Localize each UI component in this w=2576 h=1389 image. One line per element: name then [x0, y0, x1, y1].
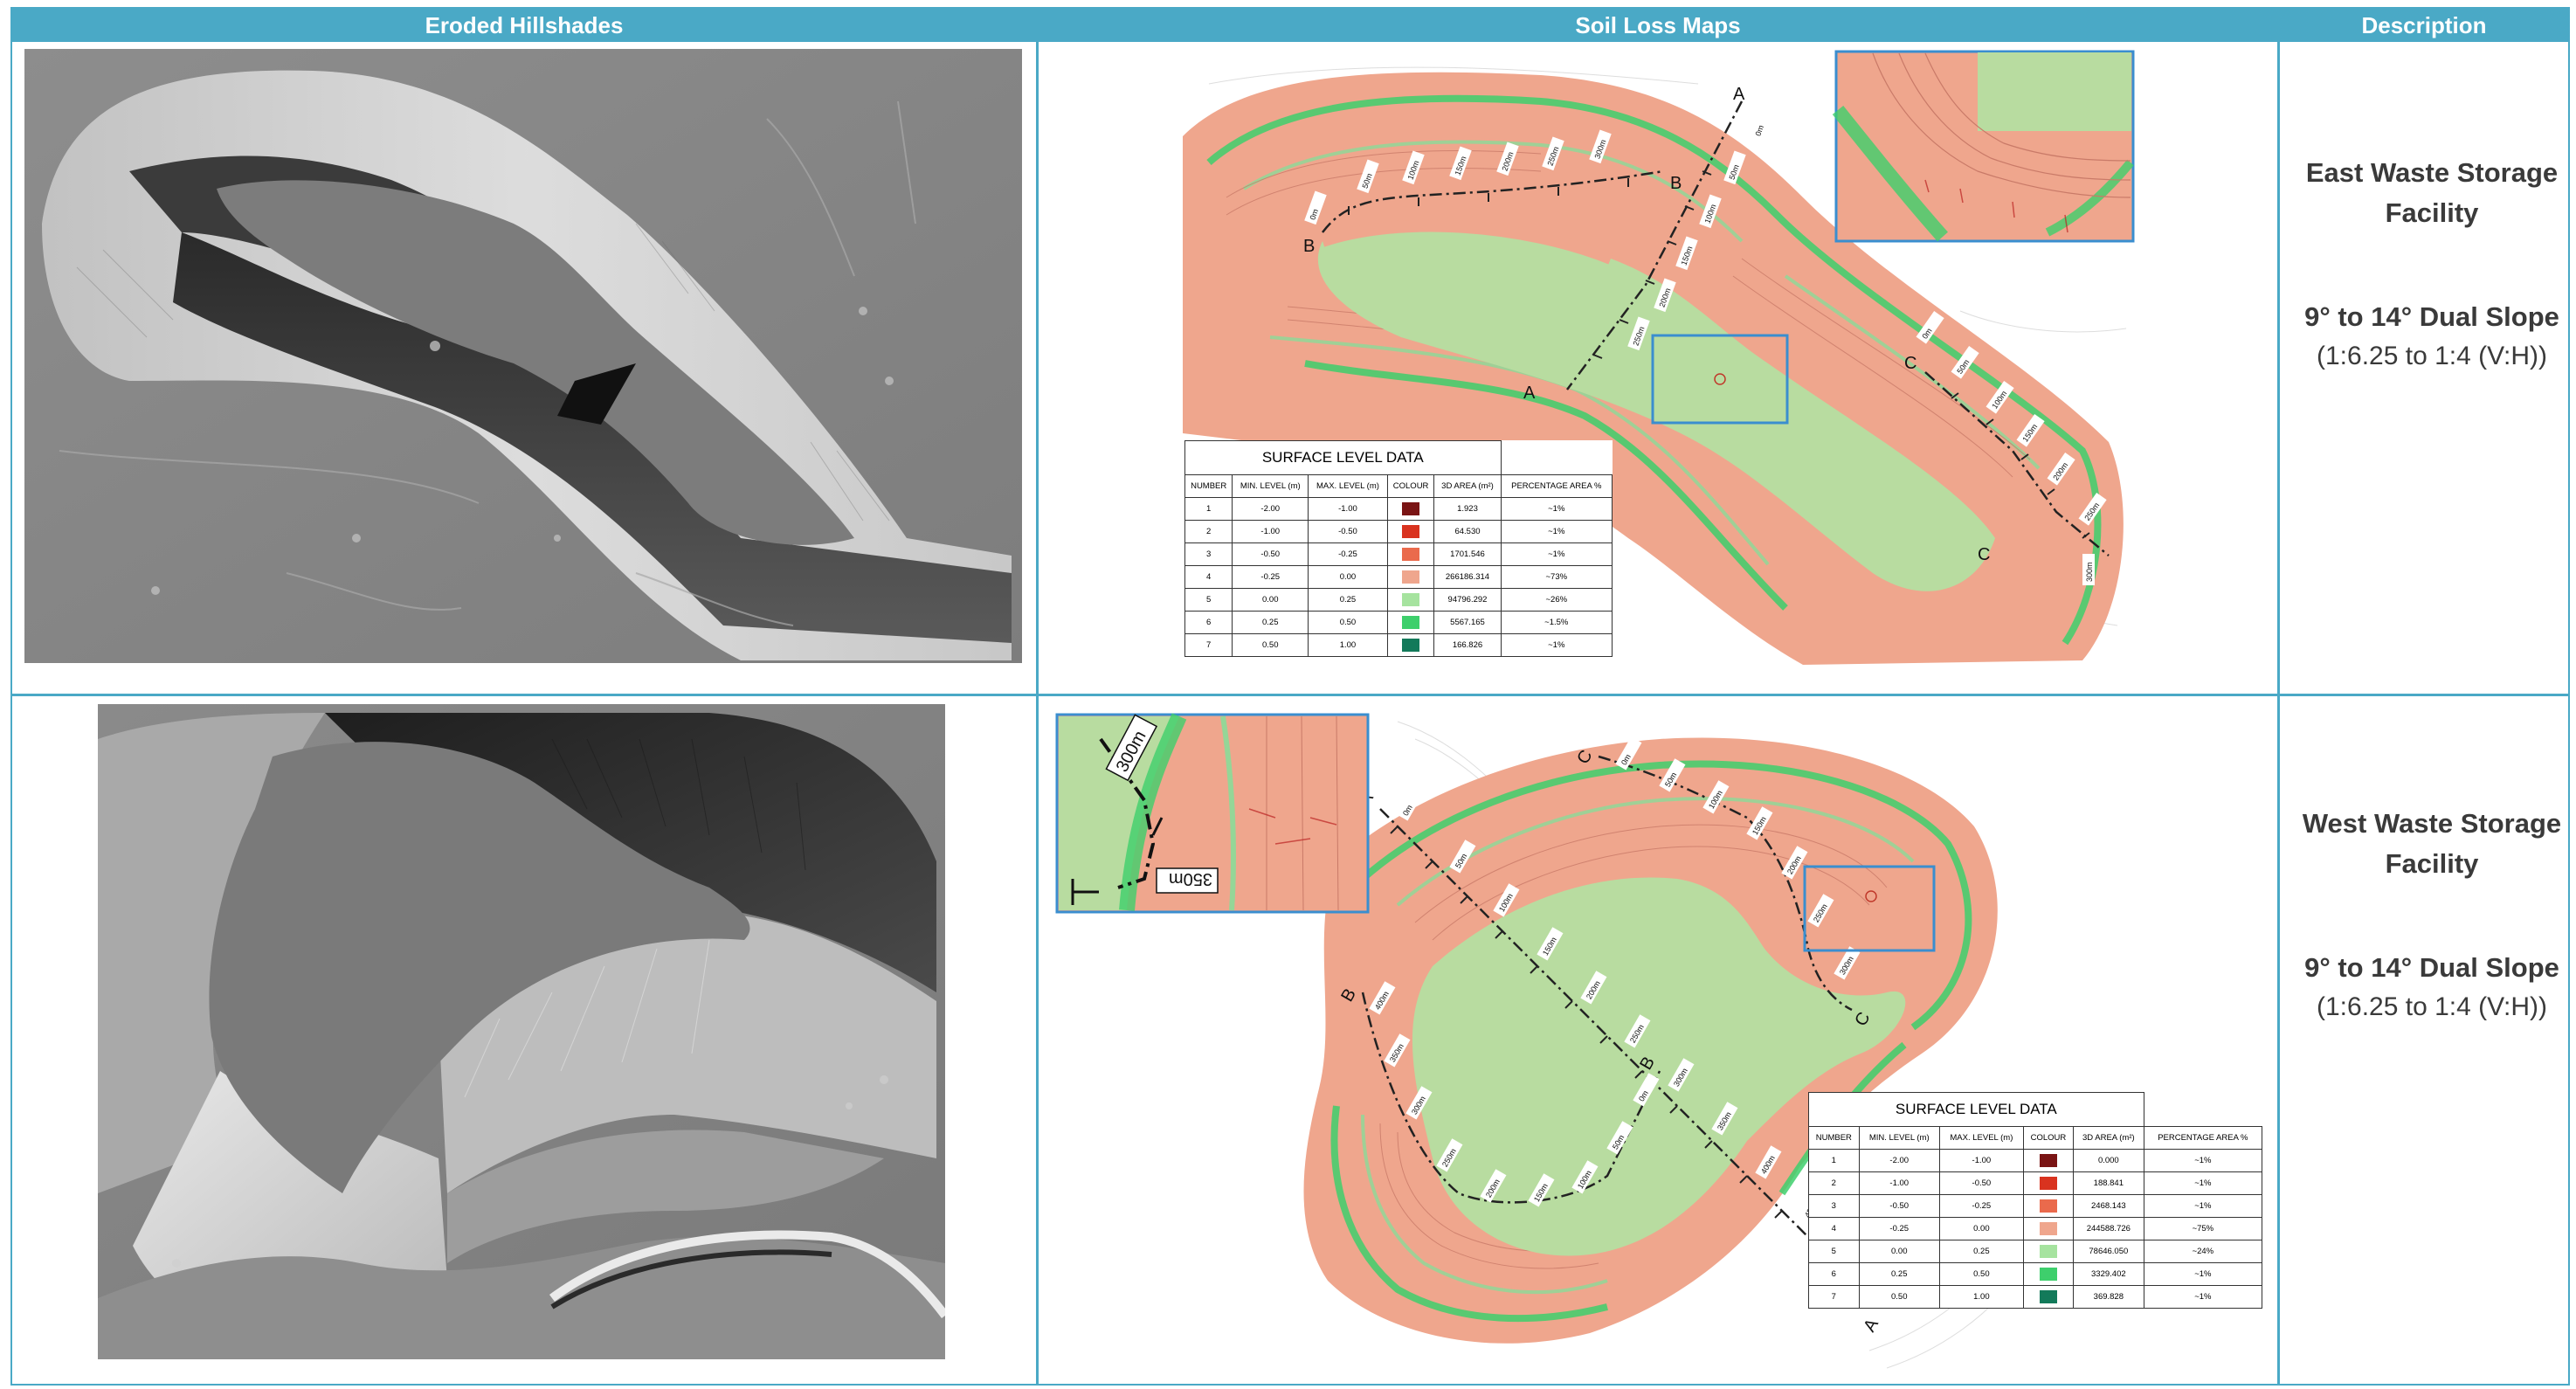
section-label: C	[1904, 354, 1916, 373]
colour-swatch	[1402, 548, 1420, 561]
colour-swatch	[2039, 1154, 2057, 1167]
header-soil-loss-maps: Soil Loss Maps	[1039, 9, 2277, 42]
hillshade-east-image	[24, 49, 1022, 663]
column-header: MAX. LEVEL (m)	[1938, 1126, 2024, 1150]
colour-swatch	[1402, 525, 1420, 538]
facility-name: West Waste Storage Facility	[2302, 808, 2562, 879]
inset-chainage-label: 350m	[1169, 869, 1212, 888]
chainage-label: 0m	[1753, 124, 1765, 137]
section-label: A	[1523, 384, 1536, 403]
inset-focus-box	[1651, 334, 1789, 425]
colour-swatch	[2039, 1199, 2057, 1213]
surface-level-data-table-east: SURFACE LEVEL DATA NUMBER MIN. LEVEL (m)…	[1184, 440, 1613, 657]
column-header: 3D AREA (m²)	[2072, 1126, 2144, 1150]
comparison-table: Eroded Hillshades Soil Loss Maps Descrip…	[10, 7, 2570, 1386]
table-title: SURFACE LEVEL DATA	[1808, 1092, 2144, 1127]
column-divider	[1036, 9, 1039, 1384]
surface-level-data-table-west: SURFACE LEVEL DATA NUMBER MIN. LEVEL (m)…	[1808, 1092, 2263, 1309]
colour-swatch	[2039, 1222, 2057, 1235]
section-label: A	[1733, 85, 1745, 104]
inset-zoom-east	[1832, 50, 2135, 243]
colour-swatch	[1402, 502, 1420, 515]
hillshade-west-image	[98, 704, 945, 1359]
inset-focus-box	[1803, 865, 1936, 952]
colour-swatch	[1402, 593, 1420, 606]
slope-description: 9° to 14° Dual Slope	[2304, 301, 2559, 332]
column-header: COLOUR	[1386, 474, 1435, 498]
table-title: SURFACE LEVEL DATA	[1184, 440, 1502, 475]
row-divider	[12, 694, 2568, 696]
inset-zoom-west: 300m 350m	[1055, 713, 1370, 914]
slope-description: 9° to 14° Dual Slope	[2304, 952, 2559, 983]
section-label: B	[1303, 237, 1315, 256]
chainage-label: 0m	[1308, 208, 1320, 221]
header-eroded-hillshades: Eroded Hillshades	[12, 9, 1036, 42]
column-header: COLOUR	[2022, 1126, 2074, 1150]
chainage-label: 300m	[2085, 562, 2094, 582]
header-description: Description	[2280, 9, 2568, 42]
column-header: NUMBER	[1184, 474, 1233, 498]
colour-swatch	[2039, 1268, 2057, 1281]
soil-loss-map-west: A A B B C C 0m 50m 100m 150m 200m 250m 3…	[1048, 704, 2271, 1377]
column-header: PERCENTAGE AREA %	[1500, 474, 1613, 498]
column-header: 3D AREA (m²)	[1433, 474, 1502, 498]
soil-loss-map-east: A A B B C C 0m 50m 100m 150m 200m 250m 3…	[1174, 49, 2135, 665]
colour-swatch	[1402, 639, 1420, 652]
colour-swatch	[2039, 1245, 2057, 1258]
colour-swatch	[1402, 570, 1420, 584]
colour-swatch	[2039, 1290, 2057, 1303]
section-label: B	[1670, 174, 1682, 193]
section-label: C	[1978, 545, 1990, 564]
colour-swatch	[2039, 1177, 2057, 1190]
colour-swatch	[1402, 616, 1420, 629]
slope-ratio: (1:6.25 to 1:4 (V:H))	[2317, 992, 2547, 1021]
column-header: NUMBER	[1808, 1126, 1860, 1150]
facility-name: East Waste Storage Facility	[2305, 157, 2559, 228]
column-header: PERCENTAGE AREA %	[2143, 1126, 2263, 1150]
column-header: MAX. LEVEL (m)	[1308, 474, 1388, 498]
slope-ratio: (1:6.25 to 1:4 (V:H))	[2317, 342, 2547, 370]
column-header: MIN. LEVEL (m)	[1232, 474, 1309, 498]
column-header: MIN. LEVEL (m)	[1858, 1126, 1940, 1150]
column-divider	[2277, 9, 2280, 1384]
description-west: West Waste Storage Facility 9° to 14° Du…	[2292, 804, 2572, 1022]
description-east: East Waste Storage Facility 9° to 14° Du…	[2292, 153, 2572, 371]
